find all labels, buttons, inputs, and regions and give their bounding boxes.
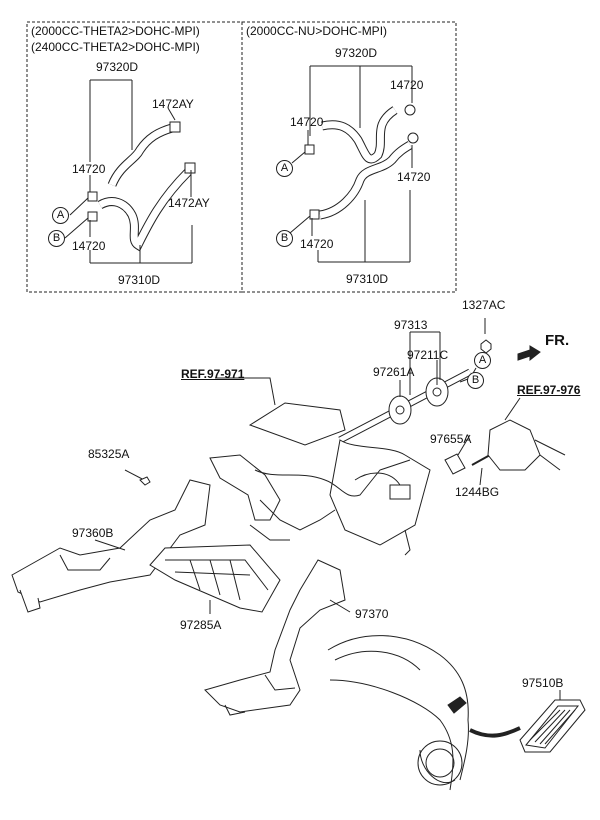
front-arrow-icon — [517, 345, 541, 362]
part-label: 97360B — [72, 526, 114, 540]
front-direction-label: FR. — [545, 332, 570, 349]
part-label: 1327AC — [462, 298, 506, 312]
duct-97360b — [11, 479, 211, 613]
part-label: 14720 — [397, 170, 431, 184]
variant-label-left-2: (2400CC-THETA2>DOHC-MPI) — [31, 40, 200, 54]
part-label: 14720 — [72, 239, 106, 253]
pipe-assembly — [338, 339, 492, 444]
part-label: 97370 — [355, 607, 389, 621]
part-label: 97285A — [180, 618, 222, 632]
part-label: 97510B — [522, 676, 564, 690]
connection-marker-b: B — [276, 230, 293, 247]
connection-marker-a: A — [52, 207, 69, 224]
right-hose-lower — [319, 141, 413, 220]
right-clamp-icons — [304, 104, 419, 220]
left-clamp-icons — [87, 121, 196, 222]
hvac-unit — [209, 402, 431, 556]
connector-976 — [487, 419, 566, 471]
connection-marker-a: A — [276, 160, 293, 177]
part-label: 97211C — [407, 348, 449, 362]
part-label: 97320D — [335, 46, 378, 60]
variant-label-right-1: (2000CC-NU>DOHC-MPI) — [246, 24, 388, 38]
variant-frame-right — [241, 21, 457, 293]
duct-97370 — [204, 559, 346, 716]
part-label: 1472AY — [152, 97, 194, 111]
ref-label-97-976: REF.97-976 — [517, 383, 581, 397]
ref-label-97-971: REF.97-971 — [181, 367, 245, 381]
part-label: 1472AY — [168, 196, 210, 210]
car-silhouette — [327, 635, 469, 791]
connection-marker-b: B — [48, 230, 65, 247]
part-label: 97320D — [96, 60, 139, 74]
part-label: 97261A — [373, 365, 415, 379]
right-hose-upper — [321, 106, 398, 164]
part-label: 97310D — [346, 272, 389, 286]
left-hose-lower — [97, 168, 192, 252]
variant-label-left-1: (2000CC-THETA2>DOHC-MPI) — [31, 24, 200, 38]
part-label: 97655A — [430, 432, 472, 446]
part-label: 97313 — [394, 318, 428, 332]
connection-marker-a: A — [474, 352, 491, 369]
left-hose-upper — [107, 123, 174, 187]
part-label: 85325A — [88, 447, 130, 461]
grommet-icon — [444, 453, 466, 475]
part-label: 14720 — [72, 162, 106, 176]
cover-97285a — [149, 544, 281, 613]
part-label: 97310D — [118, 273, 161, 287]
part-label: 14720 — [390, 78, 424, 92]
part-label: 14720 — [290, 115, 324, 129]
connection-marker-b: B — [467, 372, 484, 389]
vent-grille-97510b — [519, 699, 586, 753]
part-label: 14720 — [300, 237, 334, 251]
part-label: 1244BG — [455, 485, 500, 499]
